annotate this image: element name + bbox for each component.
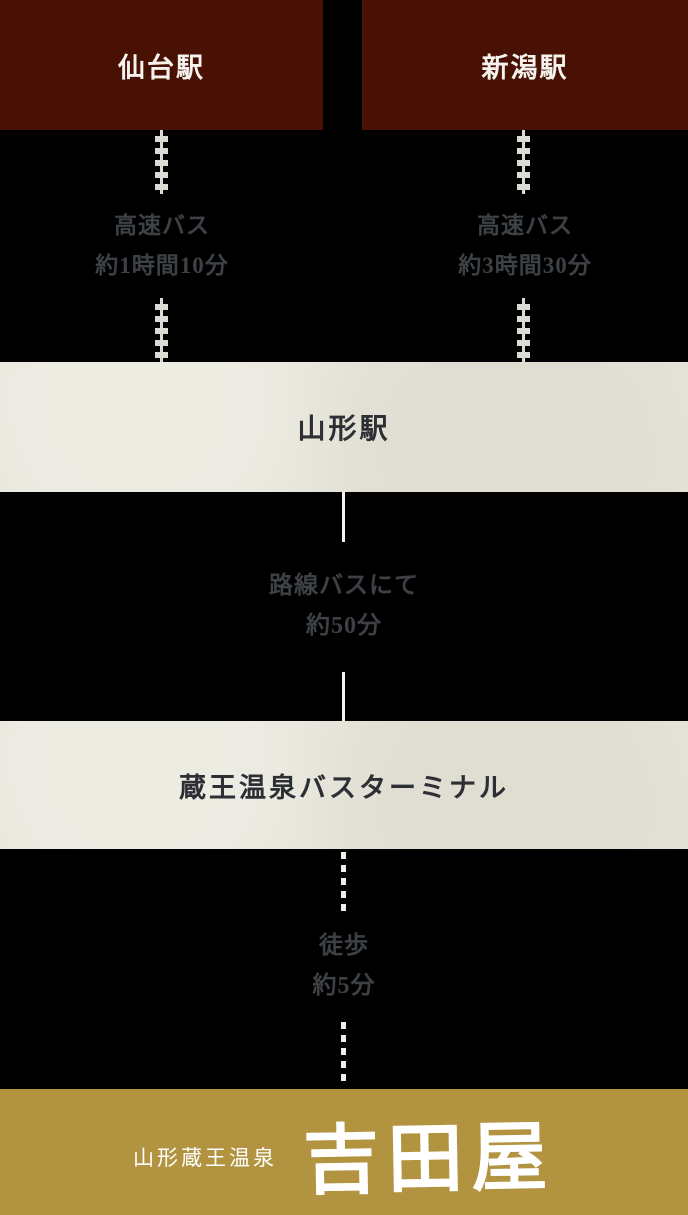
leg-duration: 約5分: [312, 973, 376, 999]
bus-line-icon: [342, 492, 345, 542]
station-box-bus-terminal: 蔵王温泉バスターミナル: [0, 721, 688, 849]
leg-highway-bus-niigata: 高速バス 約3時間30分: [362, 206, 688, 286]
railway-line-icon: [155, 298, 168, 362]
station-label-niigata: 新潟駅: [481, 52, 569, 83]
leg-duration: 約50分: [306, 613, 382, 639]
railway-line-icon: [517, 130, 530, 194]
destination-brand-bar: 山形蔵王温泉 吉田屋: [0, 1089, 688, 1215]
leg-duration: 約3時間30分: [458, 253, 592, 278]
leg-mode: 高速バス: [477, 213, 573, 238]
leg-local-bus: 路線バスにて 約50分: [0, 566, 688, 646]
bus-line-icon: [342, 672, 345, 721]
destination-area-label: 山形蔵王温泉: [133, 1146, 277, 1170]
destination-inn-logo: 吉田屋: [302, 1115, 556, 1205]
leg-mode: 高速バス: [114, 213, 210, 238]
station-box-niigata: 新潟駅: [362, 0, 688, 130]
station-label-sendai: 仙台駅: [118, 52, 205, 83]
leg-mode: 徒歩: [319, 933, 369, 959]
leg-highway-bus-sendai: 高速バス 約1時間10分: [0, 206, 324, 286]
railway-line-icon: [155, 130, 168, 194]
leg-duration: 約1時間10分: [95, 253, 229, 278]
station-label-bus-terminal: 蔵王温泉バスターミナル: [179, 772, 509, 803]
leg-mode: 路線バスにて: [269, 573, 419, 599]
station-box-yamagata: 山形駅: [0, 362, 688, 492]
walk-dashed-line-icon: [341, 1022, 346, 1082]
station-label-yamagata: 山形駅: [297, 414, 391, 445]
railway-line-icon: [517, 298, 530, 362]
walk-dashed-line-icon: [341, 852, 346, 912]
leg-walk: 徒歩 約5分: [0, 926, 688, 1006]
station-box-sendai: 仙台駅: [0, 0, 323, 130]
